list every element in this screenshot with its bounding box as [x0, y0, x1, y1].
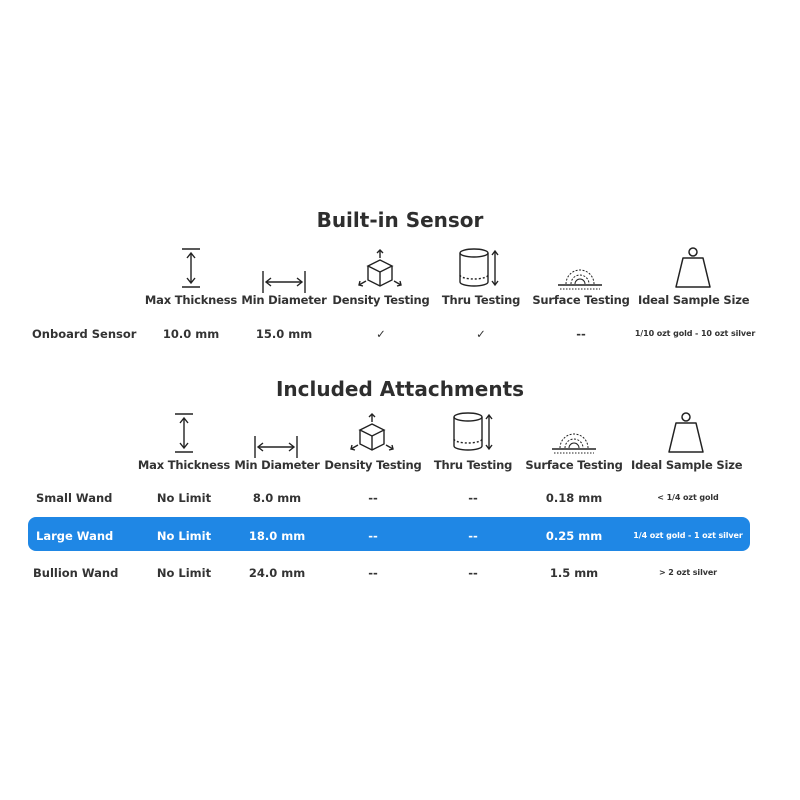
cell-max-thickness: No Limit — [156, 566, 212, 580]
cell-thru-testing: -- — [468, 529, 478, 543]
surface-wave-icon — [550, 258, 610, 302]
row-label-bullion-wand: Bullion Wand — [33, 566, 119, 580]
max-thickness-icon — [161, 246, 221, 290]
cell-max-thickness: No Limit — [156, 491, 212, 505]
cell-surface-testing: 0.18 mm — [545, 491, 603, 505]
cell-ideal-sample-size: > 2 ozt silver — [658, 568, 718, 577]
thru-cylinder-icon — [446, 246, 506, 290]
cell-max-thickness: 10.0 mm — [162, 327, 220, 341]
row-label-large-wand: Large Wand — [36, 529, 114, 543]
cell-thru-testing: ✓ — [476, 327, 486, 341]
max-thickness-icon — [154, 411, 214, 455]
cell-surface-testing: 0.25 mm — [545, 529, 603, 543]
cell-ideal-sample-size: < 1/4 ozt gold — [657, 493, 719, 502]
header-thru-testing: Thru Testing — [441, 293, 521, 307]
thru-cylinder-icon — [440, 410, 500, 454]
attachments-title: Included Attachments — [275, 377, 525, 401]
header-density-testing: Density Testing — [324, 458, 422, 472]
cell-thru-testing: -- — [468, 566, 478, 580]
cell-min-diameter: 18.0 mm — [248, 529, 306, 543]
cell-surface-testing: 1.5 mm — [549, 566, 599, 580]
cell-ideal-sample-size: 1/4 ozt gold - 1 ozt silver — [633, 531, 743, 540]
row-label-small-wand: Small Wand — [36, 491, 113, 505]
cell-ideal-sample-size: 1/10 ozt gold - 10 ozt silver — [634, 329, 756, 338]
cell-max-thickness: No Limit — [156, 529, 212, 543]
cell-min-diameter: 8.0 mm — [252, 491, 302, 505]
cell-surface-testing: -- — [576, 327, 586, 341]
cell-density-testing: -- — [368, 566, 378, 580]
cell-density-testing: -- — [368, 529, 378, 543]
cell-min-diameter: 24.0 mm — [248, 566, 306, 580]
cell-thru-testing: -- — [468, 491, 478, 505]
weight-icon — [663, 246, 723, 290]
header-max-thickness: Max Thickness — [137, 458, 231, 472]
header-ideal-sample-size: Ideal Sample Size — [631, 458, 743, 472]
header-surface-testing: Surface Testing — [532, 293, 630, 307]
cell-min-diameter: 15.0 mm — [255, 327, 313, 341]
density-cube-icon — [342, 412, 402, 456]
header-thru-testing: Thru Testing — [433, 458, 513, 472]
row-label-onboard-sensor: Onboard Sensor — [32, 327, 137, 341]
density-cube-icon — [350, 248, 410, 292]
header-ideal-sample-size: Ideal Sample Size — [638, 293, 750, 307]
header-min-diameter: Min Diameter — [234, 458, 320, 472]
header-max-thickness: Max Thickness — [144, 293, 238, 307]
weight-icon — [656, 411, 716, 455]
cell-density-testing: -- — [368, 491, 378, 505]
cell-density-testing: ✓ — [376, 327, 386, 341]
header-surface-testing: Surface Testing — [525, 458, 623, 472]
header-density-testing: Density Testing — [332, 293, 430, 307]
highlighted-row-large-wand[interactable] — [28, 517, 750, 551]
builtin-title: Built-in Sensor — [316, 208, 484, 232]
header-min-diameter: Min Diameter — [241, 293, 327, 307]
surface-wave-icon — [544, 422, 604, 466]
min-diameter-icon — [254, 258, 314, 302]
min-diameter-icon — [246, 423, 306, 467]
